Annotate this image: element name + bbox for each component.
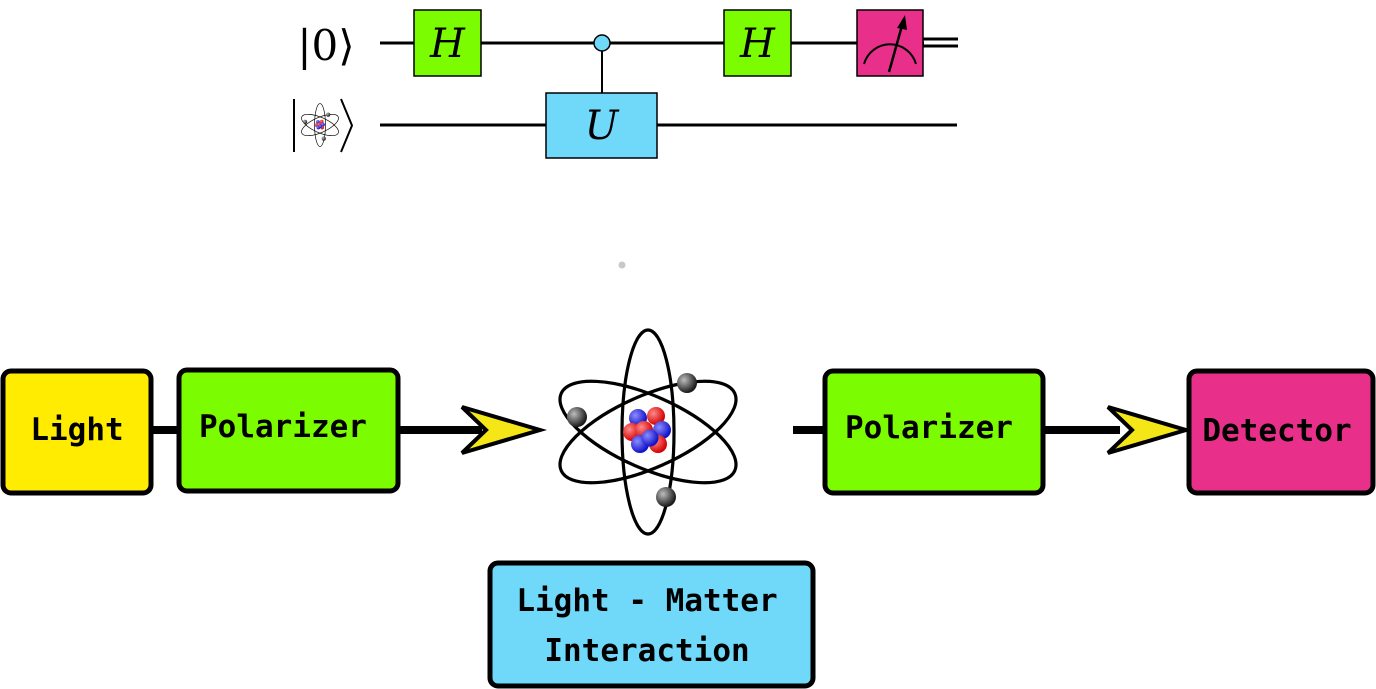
measurement-gate	[856, 9, 924, 77]
hadamard-gate-1-label: H	[429, 21, 466, 67]
light-source-box: Light	[0, 368, 154, 496]
polarizer-box-2: Polarizer	[822, 368, 1046, 496]
interaction-box: Light - Matter Interaction	[487, 560, 816, 689]
detector-label: Detector	[1202, 413, 1351, 449]
meter-icon	[863, 15, 917, 73]
controlled-u-gate: U	[545, 92, 658, 159]
hadamard-gate-1: H	[413, 9, 482, 77]
ket-zero-label: |0⟩	[297, 21, 354, 70]
interaction-label-line2: Interaction	[544, 633, 749, 669]
atom-icon	[298, 103, 342, 147]
arrow-head-icon	[1106, 405, 1194, 455]
physical-setup: Light Polarizer Polarizer Detector Light…	[0, 328, 1376, 689]
controlled-u-gate-label: U	[585, 103, 620, 149]
hadamard-gate-2-label: H	[739, 21, 776, 67]
arrow-head-icon	[460, 405, 548, 455]
light-source-label: Light	[30, 412, 123, 448]
atom-icon	[544, 328, 752, 536]
ket-atom-label	[293, 98, 354, 153]
polarizer-2-label: Polarizer	[845, 410, 1013, 446]
polarizer-box-1: Polarizer	[176, 367, 401, 494]
hadamard-gate-2: H	[723, 9, 792, 77]
detector-box: Detector	[1186, 368, 1376, 496]
control-dot	[593, 34, 611, 52]
stray-dot	[618, 261, 626, 269]
polarizer-1-label: Polarizer	[199, 409, 367, 445]
interaction-label-line1: Light - Matter	[516, 583, 777, 619]
ket-angle	[340, 98, 354, 153]
quantum-circuit: |0⟩ H U H	[293, 9, 958, 159]
